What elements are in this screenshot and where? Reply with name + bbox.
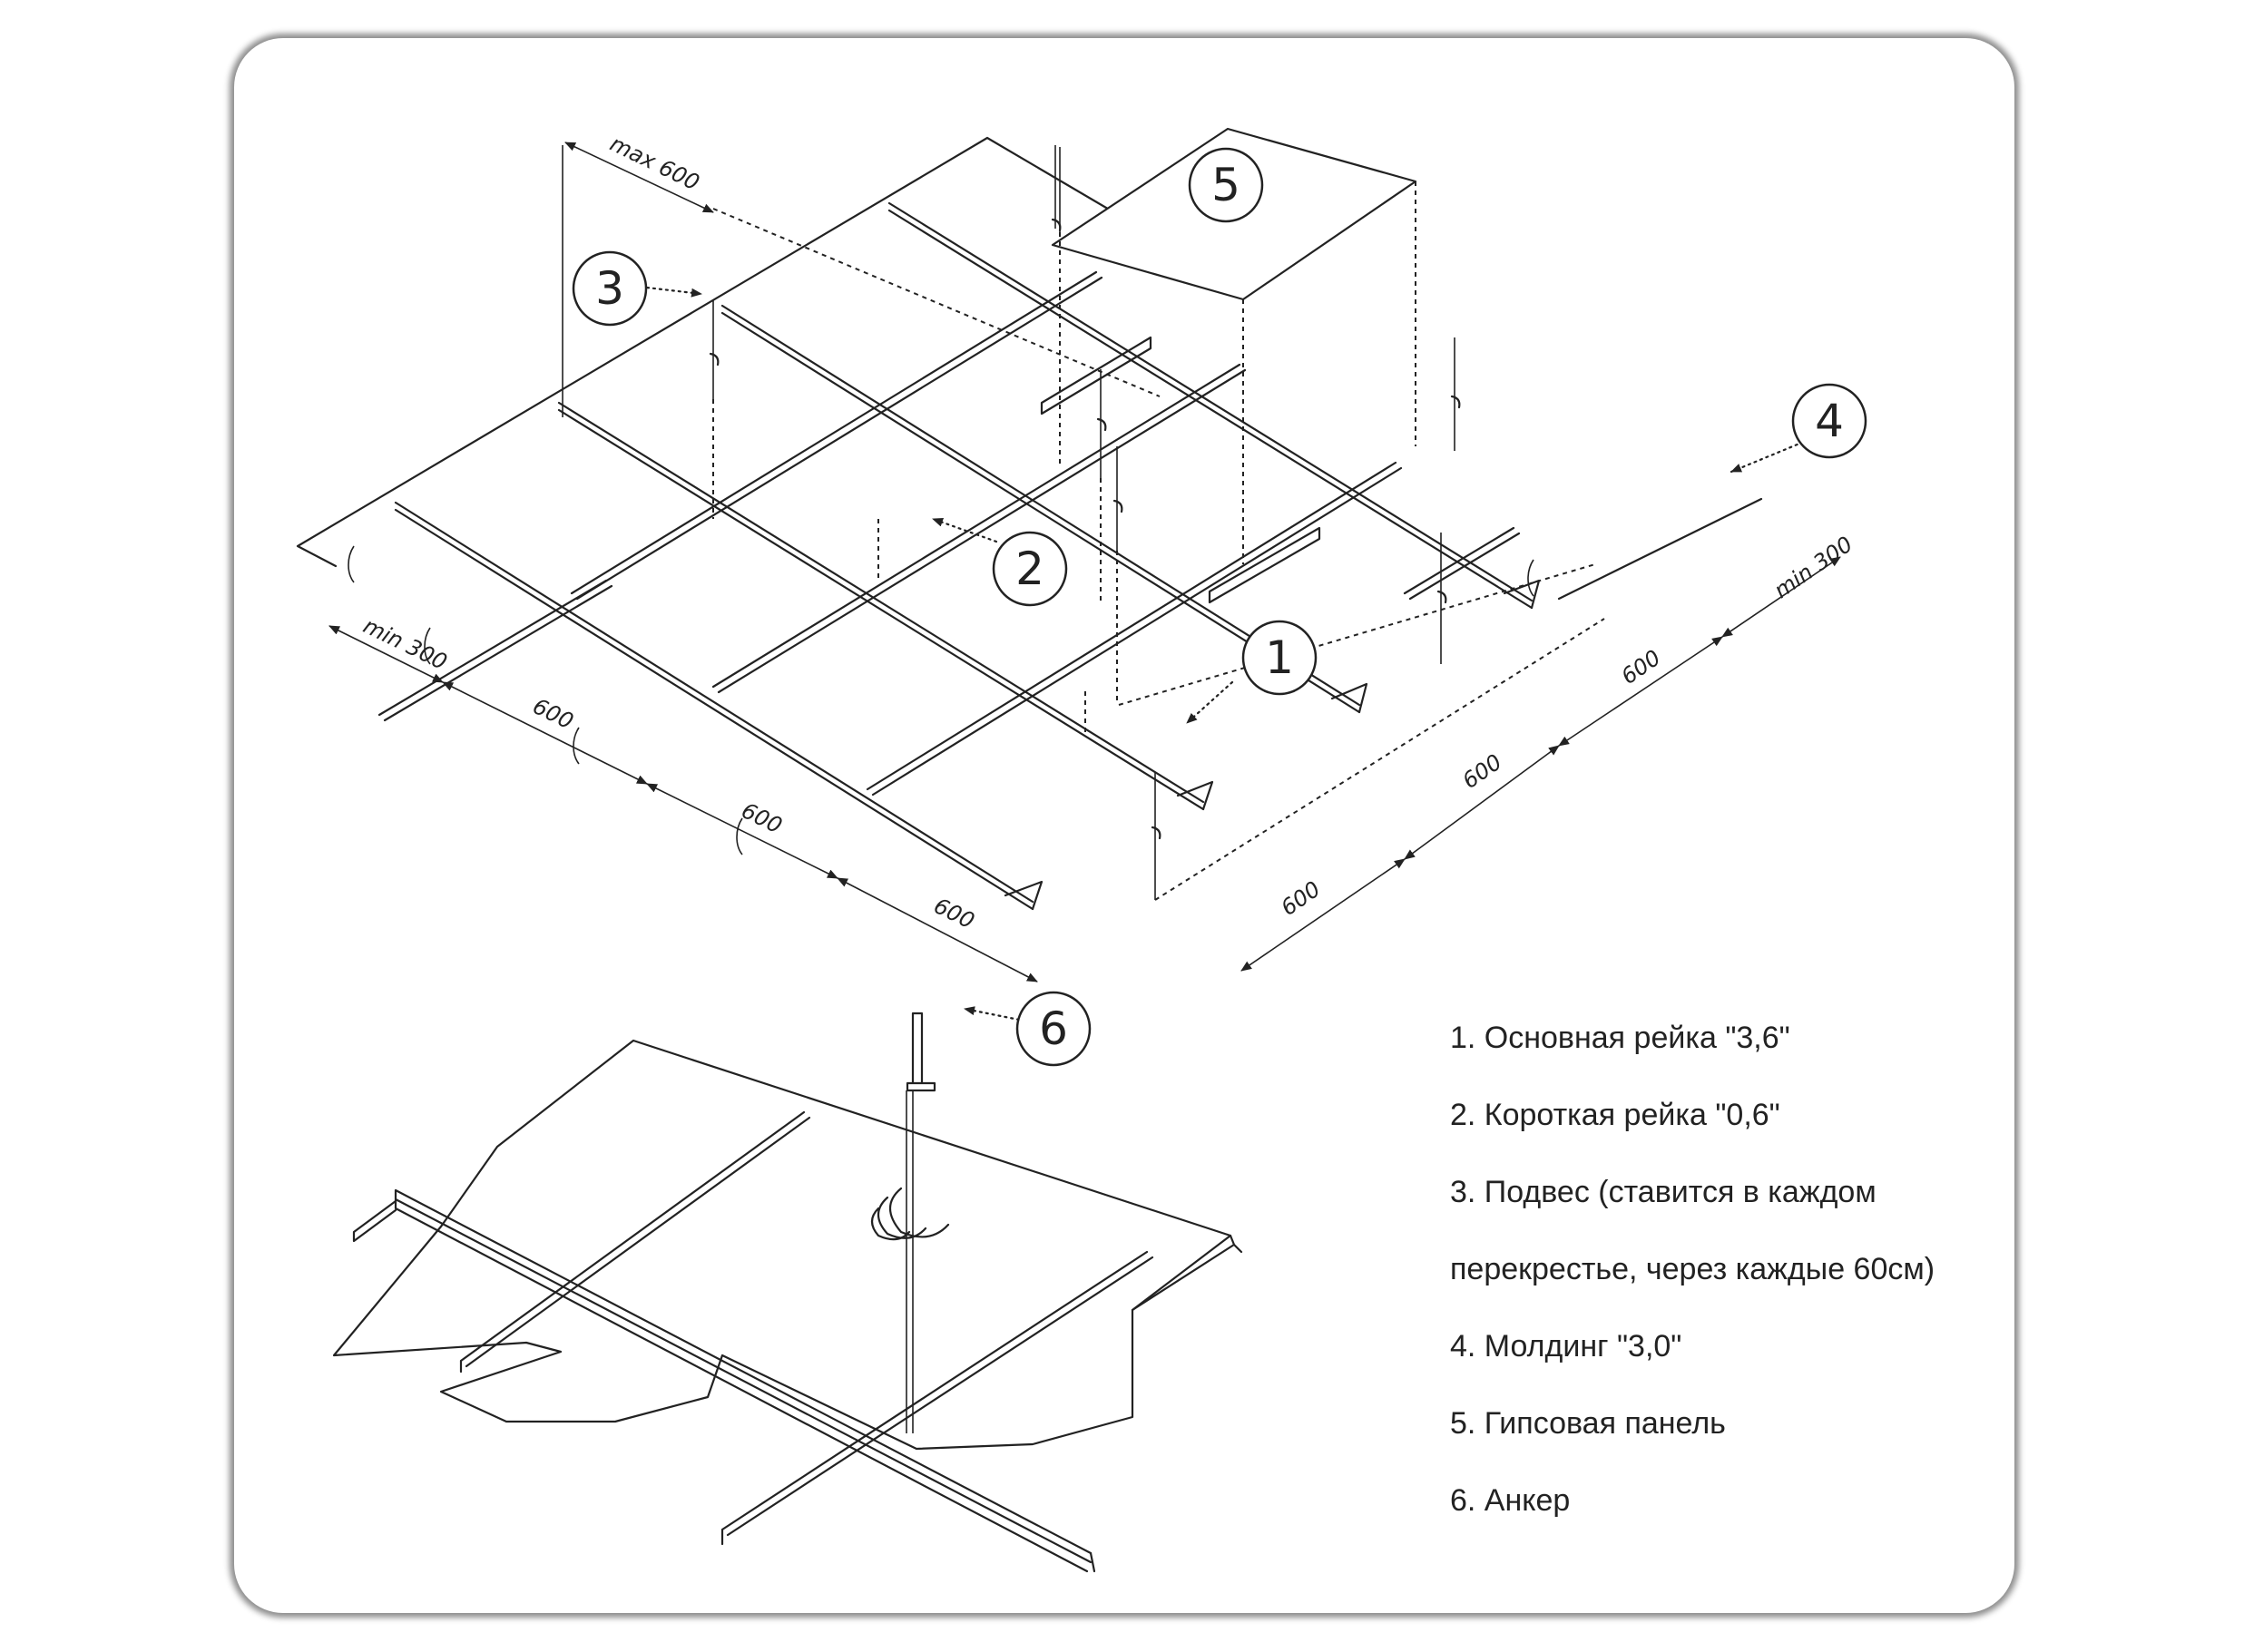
diagram-card: max 600 min 300 600 600 600 600 600 600 … — [234, 38, 2014, 1613]
svg-text:6: 6 — [1039, 1002, 1068, 1055]
svg-text:3: 3 — [595, 262, 624, 315]
main-rails — [394, 201, 1541, 911]
callout-3: 3 — [572, 250, 648, 327]
legend-item-1: 1. Основная рейка "3,6" — [1450, 1021, 1790, 1055]
detail-panel-sheet — [332, 1039, 1232, 1451]
legend-item-2: 2. Короткая рейка "0,6" — [1450, 1098, 1780, 1132]
svg-text:1: 1 — [1265, 631, 1294, 684]
grid-field-outline — [296, 136, 1763, 601]
callout-1: 1 — [1241, 620, 1318, 696]
legend-item-4: 4. Молдинг "3,0" — [1450, 1329, 1682, 1364]
ceiling-detail-lower: 6 — [332, 991, 1243, 1573]
ceiling-grid-upper: max 600 min 300 600 600 600 600 600 600 … — [296, 127, 1867, 1022]
callout-2: 2 — [992, 531, 1068, 607]
legend-item-5: 5. Гипсовая панель — [1450, 1406, 1726, 1441]
ceiling-grid-diagram: max 600 min 300 600 600 600 600 600 600 … — [296, 127, 1867, 1573]
dim-right-3: 600 — [1617, 645, 1666, 689]
callout-5: 5 — [1188, 147, 1264, 223]
hanger-clip — [870, 1187, 950, 1241]
hangers — [709, 145, 1461, 900]
dim-min-right: min 300 — [1769, 532, 1857, 604]
dim-max-top: max 600 — [606, 131, 703, 196]
svg-text:5: 5 — [1211, 159, 1240, 211]
legend-item-3-cont: перекрестье, через каждые 60см) — [1450, 1252, 1935, 1286]
dim-right-2: 600 — [1458, 749, 1507, 794]
detail-cross-rail-1 — [459, 1110, 811, 1373]
callout-6: 6 — [1015, 991, 1092, 1067]
projection-lines — [712, 181, 1605, 901]
legend-item-3: 3. Подвес (ставится в каждом — [1450, 1175, 1877, 1209]
dimension-lines — [328, 142, 1841, 982]
legend-item-6: 6. Анкер — [1450, 1483, 1571, 1518]
cross-rails — [377, 270, 1521, 797]
callout-4: 4 — [1791, 383, 1867, 459]
svg-text:2: 2 — [1015, 543, 1044, 595]
dim-left-3: 600 — [930, 893, 978, 934]
dim-right-1: 600 — [1277, 876, 1326, 921]
anchor-bolt — [906, 1012, 936, 1092]
dim-min-left: min 300 — [359, 613, 451, 675]
short-rails — [1040, 336, 1321, 604]
svg-text:4: 4 — [1815, 395, 1844, 447]
detail-cross-rail-2 — [720, 1250, 1154, 1546]
legend: 1. Основная рейка "3,6" 2. Короткая рейк… — [1450, 1022, 1994, 1562]
